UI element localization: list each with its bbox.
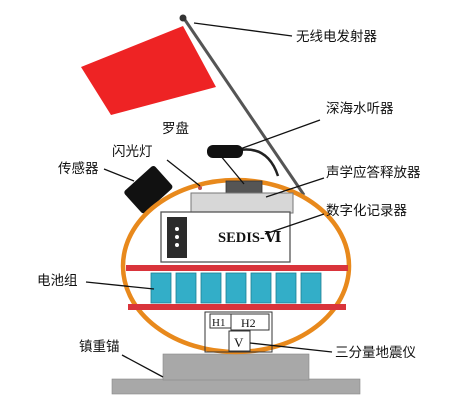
seismometer-frame bbox=[204, 311, 273, 353]
antenna-mast bbox=[181, 16, 306, 196]
label-radio-transmitter: 无线电发射器 bbox=[296, 29, 377, 45]
label-anchor-weight: 镇重锚 bbox=[79, 339, 120, 355]
label-digital-recorder: 数字化记录器 bbox=[326, 203, 407, 219]
separator-top bbox=[126, 265, 348, 271]
leader-acoustic-release bbox=[265, 177, 325, 198]
label-compass: 罗盘 bbox=[162, 120, 189, 137]
battery-cell bbox=[250, 272, 272, 304]
label-battery-pack: 电池组 bbox=[37, 273, 78, 289]
red-flag bbox=[81, 26, 216, 115]
label-acoustic-release: 声学应答释放器 bbox=[326, 164, 421, 181]
recorder-led-3 bbox=[175, 243, 179, 247]
battery-cell bbox=[200, 272, 222, 304]
seismometer-h2-box bbox=[230, 313, 270, 331]
seismometer-v-label: V bbox=[234, 335, 244, 350]
flashlight-lamp bbox=[198, 186, 202, 190]
battery-cell bbox=[275, 272, 297, 304]
recorder-led-2 bbox=[175, 235, 179, 239]
recorder-led-1 bbox=[175, 227, 179, 231]
hydrophone-cable bbox=[239, 148, 280, 177]
label-flashlight: 闪光灯 bbox=[112, 144, 153, 160]
leader-radio bbox=[193, 22, 293, 37]
leader-anchor bbox=[121, 354, 164, 378]
hydrophone bbox=[207, 145, 243, 158]
separator-bottom bbox=[128, 304, 346, 310]
battery-cell bbox=[300, 272, 322, 304]
anchor-block bbox=[162, 353, 310, 381]
seismometer-v-box bbox=[228, 330, 251, 352]
recorder-model: SEDIS-Ⅵ bbox=[218, 230, 282, 246]
leader-sensor bbox=[103, 168, 135, 182]
leader-flashlight bbox=[166, 159, 201, 187]
leader-hydrophone bbox=[239, 119, 321, 150]
seismometer-h2-label: H2 bbox=[241, 316, 256, 330]
leader-compass bbox=[219, 154, 245, 185]
base-plate bbox=[111, 378, 361, 395]
leader-seismometer bbox=[249, 342, 333, 353]
sensor-canister bbox=[124, 166, 173, 214]
battery-cell bbox=[150, 272, 172, 304]
label-sensor: 传感器 bbox=[58, 160, 99, 177]
battery-cell bbox=[225, 272, 247, 304]
label-three-component-seismometer: 三分量地震仪 bbox=[335, 345, 416, 361]
antenna-tip bbox=[179, 14, 187, 22]
label-deep-sea-hydrophone: 深海水听器 bbox=[326, 101, 394, 117]
leader-recorder bbox=[264, 213, 325, 235]
seismometer-h1-label: H1 bbox=[212, 317, 225, 329]
battery-cell bbox=[175, 272, 197, 304]
leader-battery bbox=[85, 281, 155, 290]
acoustic-release-block bbox=[190, 192, 294, 214]
